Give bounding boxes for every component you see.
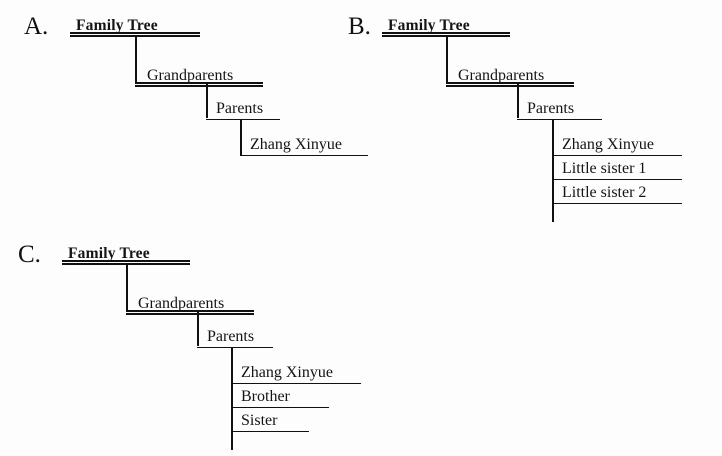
option-panel-a[interactable]: A. Family Tree Grandparents Parents Zhan… [0,0,400,180]
option-letter-b: B. [348,13,371,40]
node-child: Little sister 1 [552,156,682,180]
connector-vertical-parents-children [552,119,554,222]
option-panel-b[interactable]: B. Family Tree Grandparents Parents Zhan… [330,0,722,230]
node-underline-child [552,154,682,156]
connector-vertical-parents-children [231,347,233,450]
node-family-tree: Family Tree [70,12,200,37]
node-underline-family-tree [382,32,510,37]
node-label-grandparents: Grandparents [147,67,234,84]
node-underline-parents [206,118,280,120]
node-label-family-tree: Family Tree [76,17,158,34]
node-underline-family-tree [70,32,200,37]
node-label-child: Zhang Xinyue [562,136,654,153]
connector-vertical-grandparents-parents [206,84,208,118]
node-label-child: Little sister 1 [562,160,647,177]
node-parents: Parents [206,96,280,120]
node-label-child: Zhang Xinyue [241,364,333,381]
node-underline-child [231,406,329,408]
option-panel-c[interactable]: C. Family Tree Grandparents Parents Zhan… [0,228,400,456]
node-label-family-tree: Family Tree [388,17,470,34]
node-family-tree: Family Tree [382,12,510,37]
connector-vertical-parents-children [240,119,242,155]
node-child: Zhang Xinyue [240,132,368,156]
node-label-child: Zhang Xinyue [250,136,342,153]
node-underline-parents [517,118,602,120]
node-underline-child [231,382,361,384]
node-underline-family-tree [62,260,190,265]
connector-vertical-grandparents-parents [197,312,199,346]
connector-vertical-root-grandparents [135,37,137,82]
node-family-tree: Family Tree [62,240,190,265]
connector-vertical-root-grandparents [446,37,448,82]
node-underline-grandparents [126,310,254,315]
node-underline-child [552,202,682,204]
node-label-parents: Parents [527,100,575,117]
node-parents: Parents [517,96,602,120]
node-underline-child [240,154,368,156]
node-label-child: Brother [241,388,290,405]
node-grandparents: Grandparents [126,290,254,315]
node-label-child: Little sister 2 [562,184,647,201]
node-label-parents: Parents [207,328,255,345]
connector-vertical-grandparents-parents [517,84,519,118]
node-underline-grandparents [446,82,574,87]
node-underline-grandparents [135,82,263,87]
node-label-child: Sister [241,412,278,429]
node-underline-child [231,430,309,432]
node-label-parents: Parents [216,100,264,117]
node-underline-parents [197,346,273,348]
node-grandparents: Grandparents [135,62,263,87]
node-underline-child [552,178,682,180]
node-child: Sister [231,408,309,432]
connector-vertical-root-grandparents [126,265,128,310]
node-label-family-tree: Family Tree [68,245,150,262]
node-parents: Parents [197,324,273,348]
node-label-grandparents: Grandparents [458,67,545,84]
node-grandparents: Grandparents [446,62,574,87]
node-label-grandparents: Grandparents [138,295,225,312]
node-child: Brother [231,384,329,408]
option-letter-c: C. [18,241,41,268]
node-child: Zhang Xinyue [231,360,361,384]
node-child: Zhang Xinyue [552,132,682,156]
node-child: Little sister 2 [552,180,682,204]
option-letter-a: A. [24,13,49,40]
